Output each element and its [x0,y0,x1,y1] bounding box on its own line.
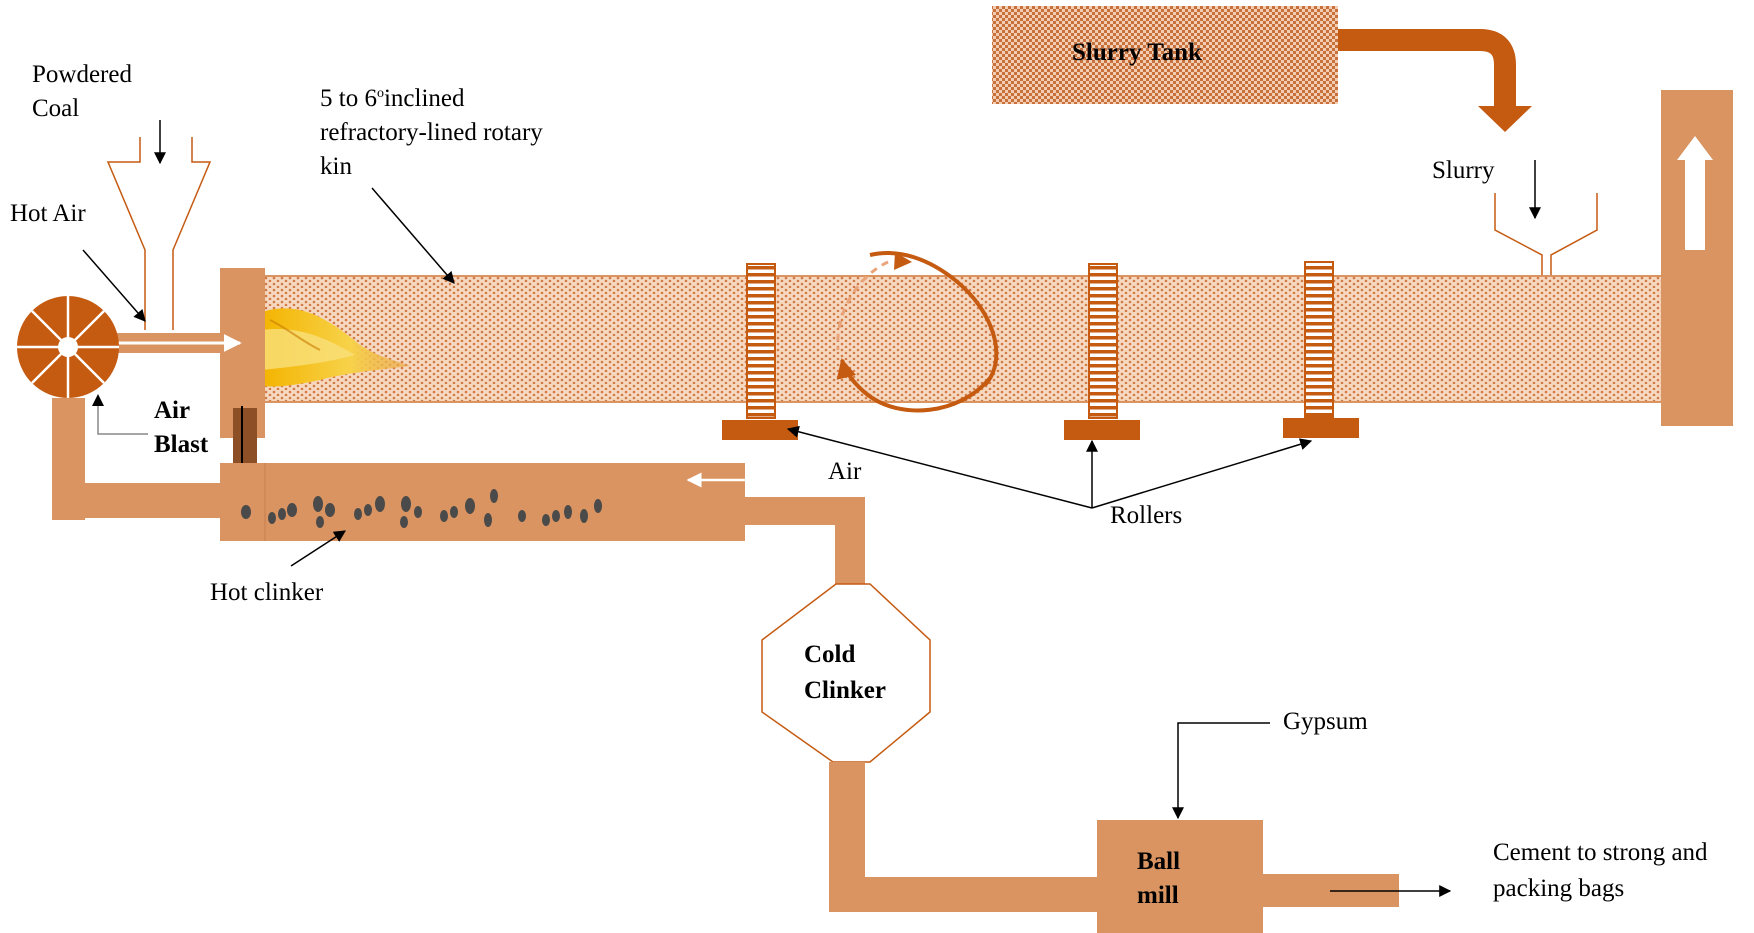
clinker-to-mill-pipe [829,877,1097,912]
ball-mill-label-2: mill [1137,882,1179,909]
kiln-label-3: kin [320,153,352,180]
air-blast-arrow-head [92,394,104,406]
chimney-arrow-shaft [1685,158,1705,250]
roller-2 [1064,263,1140,440]
return-pipe-horizontal [52,483,222,518]
air-blast-label-2: Blast [154,431,209,458]
slurry-hopper-right [1550,193,1598,275]
slurry-hopper [1494,193,1543,275]
chimney-arrow-head [1677,136,1713,160]
rotary-kiln [261,275,1663,403]
air-blower-fan [17,296,119,398]
hot-air-label: Hot Air [10,200,86,227]
air-label: Air [828,458,862,485]
slurry-label: Slurry [1432,157,1495,184]
hot-clinker-label: Hot clinker [210,579,324,606]
slurry-tank [992,6,1338,104]
cold-clinker-label-1: Cold [804,641,856,668]
roller-3 [1283,261,1359,438]
ball-mill [1097,820,1263,933]
rollers-pointer-3 [1091,438,1313,509]
flame [262,308,410,387]
slurry-pipe-arrow-head [1478,106,1532,132]
cement-label-1: Cement to strong and [1493,839,1708,866]
gypsum-label: Gypsum [1283,708,1368,735]
cement-label-2: packing bags [1493,875,1624,902]
rollers-pointer-1 [786,425,1093,509]
coal-hopper-right [172,137,212,330]
air-blast-arrow [97,398,148,435]
kiln-label-1: 5 to 6oinclined [320,85,465,112]
powdered-coal-label-1: Powdered [32,61,132,88]
hot-air-pointer [82,249,146,322]
slurry-tank-pipe [1338,29,1516,108]
roller-1 [722,263,798,440]
clinker-cooler [220,463,745,541]
coal-hopper-left [106,137,146,330]
rollers-label: Rollers [1110,502,1182,529]
burner-inner [233,408,257,463]
hot-clinker-pellets [241,489,602,528]
cold-clinker-label-2: Clinker [804,677,886,704]
kiln-pointer [371,187,455,284]
powdered-coal-label-2: Coal [32,95,79,122]
cooler-down-pipe [835,497,865,585]
rotation-arrow [836,250,999,413]
air-blast-label-1: Air [154,397,190,424]
slurry-tank-label: Slurry Tank [1072,39,1202,66]
kiln-label-2: refractory-lined rotary [320,119,543,146]
ball-mill-label-1: Ball [1137,848,1180,875]
cold-clinker-hopper [761,583,931,763]
hot-clinker-pointer [290,530,347,567]
gypsum-arrow [1172,722,1270,820]
